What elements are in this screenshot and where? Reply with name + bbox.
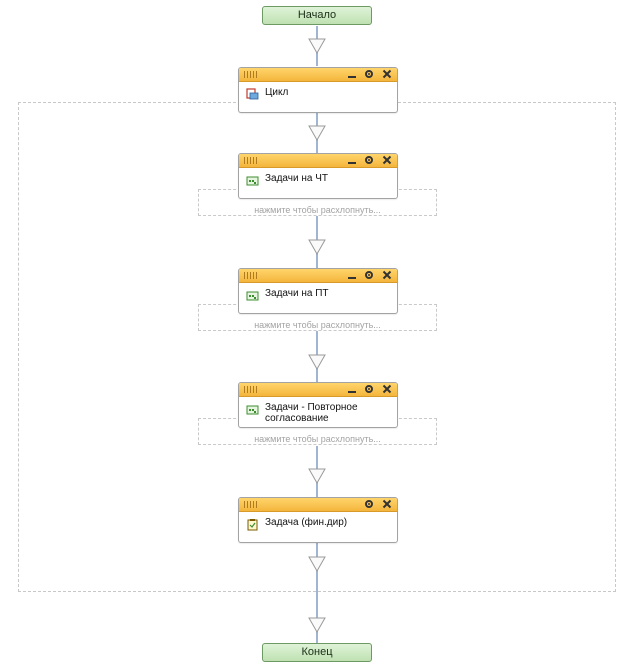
drag-handle-icon[interactable] — [244, 157, 258, 164]
node-label: Задачи на ЧТ — [265, 173, 328, 184]
task-clipboard-icon — [247, 519, 258, 531]
drag-handle-icon[interactable] — [244, 501, 258, 508]
minimize-icon[interactable] — [347, 383, 357, 395]
drag-handle-icon[interactable] — [244, 386, 258, 393]
node-header[interactable] — [239, 154, 397, 168]
gear-icon[interactable] — [364, 498, 374, 510]
minimize-icon[interactable] — [347, 269, 357, 281]
collapse-hint: нажмите чтобы расхлопнуть... — [254, 205, 381, 215]
flow-arrow — [308, 556, 326, 572]
gear-icon[interactable] — [364, 269, 374, 281]
node-header[interactable] — [239, 269, 397, 283]
flow-arrow — [308, 617, 326, 633]
node-label: Задача (фин.дир) — [265, 517, 348, 528]
end-label: Конец — [301, 646, 333, 658]
drag-handle-icon[interactable] — [244, 71, 258, 78]
flow-arrow — [308, 38, 326, 54]
start-label: Начало — [297, 9, 337, 21]
connector-line — [316, 543, 318, 643]
drag-handle-icon[interactable] — [244, 272, 258, 279]
node-label: Цикл — [265, 87, 289, 98]
node-header[interactable] — [239, 498, 397, 512]
close-icon[interactable] — [382, 68, 392, 80]
task-group-icon — [246, 176, 259, 186]
task-group-icon — [246, 291, 259, 301]
task-group-node[interactable]: Задачи - Повторное согласование — [238, 382, 398, 428]
minimize-icon[interactable] — [347, 68, 357, 80]
flow-arrow — [308, 468, 326, 484]
close-icon[interactable] — [382, 269, 392, 281]
gear-icon[interactable] — [364, 68, 374, 80]
minimize-icon[interactable] — [347, 154, 357, 166]
flow-arrow — [308, 125, 326, 141]
close-icon[interactable] — [382, 498, 392, 510]
end-node[interactable]: Конец — [262, 643, 372, 662]
close-icon[interactable] — [382, 383, 392, 395]
gear-icon[interactable] — [364, 154, 374, 166]
node-header[interactable] — [239, 383, 397, 397]
task-group-icon — [246, 405, 259, 415]
collapse-hint: нажмите чтобы расхлопнуть... — [254, 320, 381, 330]
loop-icon — [246, 88, 259, 100]
node-label: Задачи - Повторное согласование — [265, 402, 358, 424]
node-label: Задачи на ПТ — [265, 288, 329, 299]
start-node[interactable]: Начало — [262, 6, 372, 25]
gear-icon[interactable] — [364, 383, 374, 395]
loop-node[interactable]: Цикл — [238, 67, 398, 113]
task-group-node[interactable]: Задачи на ПТ — [238, 268, 398, 314]
task-group-node[interactable]: Задачи на ЧТ — [238, 153, 398, 199]
task-node[interactable]: Задача (фин.дир) — [238, 497, 398, 543]
flow-arrow — [308, 354, 326, 370]
close-icon[interactable] — [382, 154, 392, 166]
collapse-hint: нажмите чтобы расхлопнуть... — [254, 434, 381, 444]
flow-arrow — [308, 239, 326, 255]
node-header[interactable] — [239, 68, 397, 82]
